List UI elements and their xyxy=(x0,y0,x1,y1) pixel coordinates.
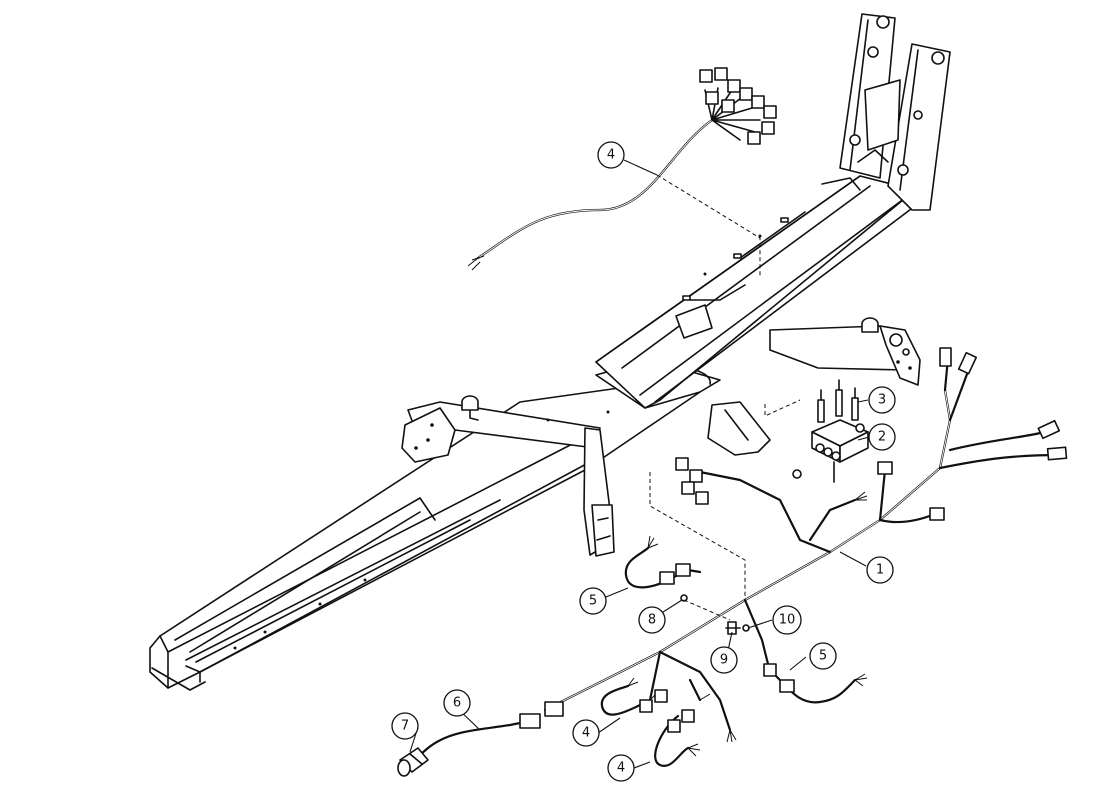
harness-5-left xyxy=(624,535,702,589)
callout-8: 8 xyxy=(638,606,666,634)
reference-lines xyxy=(649,174,801,621)
upper-boom xyxy=(595,13,951,409)
fasteners xyxy=(680,469,802,635)
callout-label: 5 xyxy=(819,649,827,664)
valve-block xyxy=(811,379,869,483)
main-frame xyxy=(149,317,921,691)
callout-label: 4 xyxy=(582,726,590,741)
callout-4-bottom: 4 xyxy=(607,754,635,782)
callout-6: 6 xyxy=(443,689,471,717)
callout-label: 1 xyxy=(876,563,884,578)
callout-4-top: 4 xyxy=(597,141,625,169)
callout-7: 7 xyxy=(391,712,419,740)
callout-3: 3 xyxy=(868,386,896,414)
callout-10: 10 xyxy=(772,605,802,635)
callout-1: 1 xyxy=(866,556,894,584)
callout-label: 10 xyxy=(779,613,796,628)
callout-5-right: 5 xyxy=(809,642,837,670)
top-harness xyxy=(467,67,777,271)
callout-label: 6 xyxy=(453,696,461,711)
harness-4-loops xyxy=(600,677,701,767)
callout-label: 5 xyxy=(589,594,597,609)
callout-label: 7 xyxy=(401,719,409,734)
callout-2: 2 xyxy=(868,423,896,451)
harness-5-right xyxy=(774,673,868,704)
callout-label: 9 xyxy=(720,653,728,668)
callout-label: 2 xyxy=(878,430,886,445)
frame-holes xyxy=(233,234,912,650)
callout-label: 3 xyxy=(878,393,886,408)
harness-6-plug-7 xyxy=(397,713,541,777)
callout-5-left: 5 xyxy=(579,587,607,615)
callout-9: 9 xyxy=(710,646,738,674)
callout-label: 4 xyxy=(617,761,625,776)
callout-label: 8 xyxy=(648,613,656,628)
main-harness xyxy=(543,347,1068,743)
callout-label: 4 xyxy=(607,148,615,163)
callout-4-mid: 4 xyxy=(572,719,600,747)
